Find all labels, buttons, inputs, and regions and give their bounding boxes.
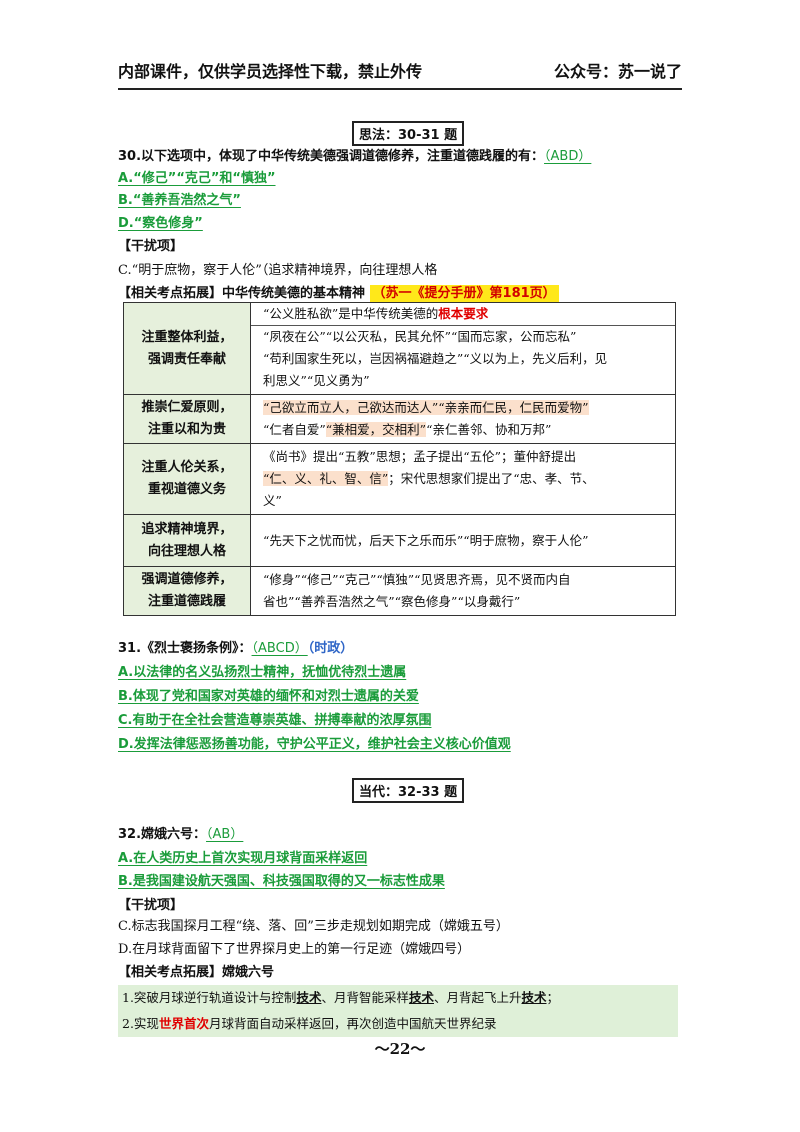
q30-option-b: B.“善养吾浩然之气”: [118, 193, 241, 208]
table-row: 强调道德修养，注重道德践履 “修身”“修己”“克己”“慎独”“见贤思齐焉，见不贤…: [123, 566, 676, 616]
q32-ext-title: 【相关考点拓展】嫦娥六号: [118, 965, 275, 980]
q30-ext-title: 【相关考点拓展】中华传统美德的基本精神 （苏一《提分手册》第181页）: [118, 285, 559, 303]
q30-stem: 30.以下选项中，体现了中华传统美德强调道德修养，注重道德践履的有：（ABD）: [118, 149, 592, 164]
q32-ext-line-1: 1.突破月球逆行轨道设计与控制技术、月背智能采样技术、月背起飞上升技术；: [122, 990, 560, 1005]
q32-ext-line-2: 2.实现世界首次月球背面自动采样返回，再次创造中国航天世界纪录: [122, 1016, 497, 1031]
header-right: 公众号：苏一说了: [553, 62, 682, 81]
row-key: 推崇仁爱原则，注重以和为贵: [123, 394, 251, 444]
row-key: 追求精神境界，向往理想人格: [123, 514, 251, 567]
row-value: “先天下之忧而忧，后天下之乐而乐”“明于庶物，察于人伦”: [250, 514, 676, 567]
page-header: 内部课件，仅供学员选择性下载，禁止外传 公众号：苏一说了: [118, 56, 682, 90]
q30-distractor: C.“明于庶物，察于人伦”（追求精神境界，向往理想人格: [118, 263, 438, 278]
q30-option-a: A.“修己”“克己”和“慎独”: [118, 171, 276, 186]
q31-option-c: C.有助于在全社会营造尊崇英雄、拼搏奉献的浓厚氛围: [118, 713, 432, 728]
q30-ext-tag: （苏一《提分手册》第181页）: [369, 285, 559, 302]
q31-tag: （时政）: [307, 641, 354, 656]
table-row: 追求精神境界，向往理想人格 “先天下之忧而忧，后天下之乐而乐”“明于庶物，察于人…: [123, 514, 676, 567]
row-value: 《尚书》提出“五教”思想；孟子提出“五伦”；董仲舒提出 “仁、义、礼、智、信”；…: [250, 443, 676, 515]
row-value: “公义胜私欲”是中华传统美德的根本要求 “夙夜在公”“以公灭私，民其允怀”“国而…: [250, 302, 676, 395]
table-row: 推崇仁爱原则，注重以和为贵 “己欲立而立人，己欲达而达人”“亲亲而仁民，仁民而爱…: [123, 394, 676, 444]
q32-answer: （AB）: [206, 827, 244, 842]
q32-ext-box: 1.突破月球逆行轨道设计与控制技术、月背智能采样技术、月背起飞上升技术； 2.实…: [118, 985, 678, 1037]
q32-option-a: A.在人类历史上首次实现月球背面采样返回: [118, 851, 368, 866]
row-key: 注重整体利益，强调责任奉献: [123, 302, 251, 395]
q31-option-d: D.发挥法律惩恶扬善功能，守护公平正义，维护社会主义核心价值观: [118, 737, 511, 752]
table-row: 注重整体利益，强调责任奉献 “公义胜私欲”是中华传统美德的根本要求 “夙夜在公”…: [123, 302, 676, 395]
table-row: 注重人伦关系，重视道德义务 《尚书》提出“五教”思想；孟子提出“五伦”；董仲舒提…: [123, 443, 676, 515]
q31-answer: （ABCD）: [251, 641, 308, 656]
row-value: “己欲立而立人，己欲达而达人”“亲亲而仁民，仁民而爱物” “仁者自爱”“兼相爱，…: [250, 394, 676, 444]
section-title-1: 思法：30-31 题: [352, 121, 465, 146]
q32-option-b: B.是我国建设航天强国、科技强国取得的又一标志性成果: [118, 874, 445, 889]
q31-option-a: A.以法律的名义弘扬烈士精神，抚恤优待烈士遗属: [118, 665, 407, 680]
page-number: ～22～: [374, 1040, 426, 1058]
row-value: “修身”“修己”“克己”“慎独”“见贤思齐焉，见不贤而内自 省也”“善养吾浩然之…: [250, 566, 676, 616]
q30-option-d: D.“察色修身”: [118, 216, 203, 231]
row-sub-a: “公义胜私欲”是中华传统美德的根本要求: [263, 306, 489, 321]
q32-distractor-d: D.在月球背面留下了世界探月史上的第一行足迹（嫦娥四号）: [118, 942, 471, 957]
row-key: 强调道德修养，注重道德践履: [123, 566, 251, 616]
virtues-table: 注重整体利益，强调责任奉献 “公义胜私欲”是中华传统美德的根本要求 “夙夜在公”…: [123, 302, 676, 616]
row-key: 注重人伦关系，重视道德义务: [123, 443, 251, 515]
q31-stem: 31.《烈士褒扬条例》：（ABCD）（时政）: [118, 641, 354, 656]
q32-distractor-c: C.标志我国探月工程“绕、落、回”三步走规划如期完成（嫦娥五号）: [118, 919, 509, 934]
row-sub-b: “夙夜在公”“以公灭私，民其允怀”“国而忘家，公而忘私”“苟利国家生死以，岂因祸…: [251, 325, 675, 394]
q31-option-b: B.体现了党和国家对英雄的缅怀和对烈士遗属的关爱: [118, 689, 419, 704]
q30-distractor-title: 【干扰项】: [118, 239, 184, 254]
section-title-2: 当代：32-33 题: [352, 778, 465, 803]
q32-stem: 32.嫦娥六号：（AB）: [118, 827, 244, 842]
header-left: 内部课件，仅供学员选择性下载，禁止外传: [118, 62, 423, 81]
q30-answer: （ABD）: [544, 149, 592, 164]
q32-distractor-title: 【干扰项】: [118, 898, 184, 913]
